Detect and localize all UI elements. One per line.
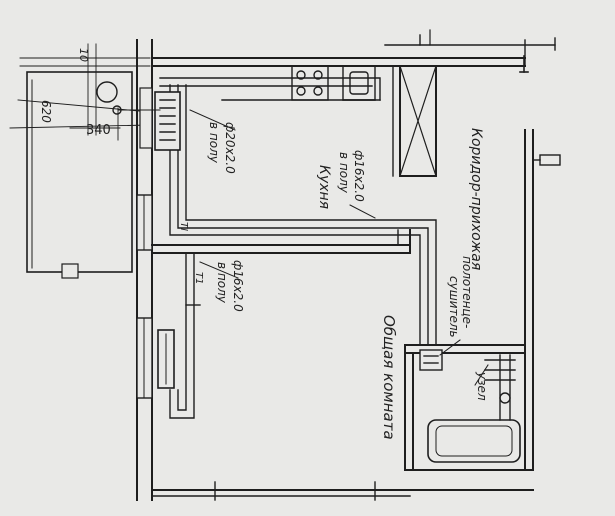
room-label-corridor: Коридор-прихожая	[468, 128, 484, 270]
node-label: узел	[475, 371, 489, 401]
exterior-wall-left	[136, 39, 153, 501]
dimension-10: 10	[77, 48, 90, 62]
dimension-620: 620	[39, 100, 53, 123]
top-wall	[151, 29, 556, 67]
towel-dryer-label-2: сушитель	[447, 276, 461, 338]
living-room-radiator	[157, 252, 201, 419]
pipe-label-1-note: в полу	[207, 122, 221, 164]
room-label-kitchen: Кухня	[316, 165, 332, 209]
vent-shaft	[392, 65, 437, 177]
leader-lines	[189, 109, 489, 386]
pipe-label-1-size: ф20х2.0	[223, 122, 237, 174]
room-label-living: Общая комната	[380, 315, 398, 440]
dimension-lines	[9, 43, 151, 141]
dimension-340: 340	[86, 123, 111, 138]
pipe-label-2-note: в полу	[337, 152, 351, 194]
corridor-walls	[524, 129, 561, 471]
radiator-small	[61, 263, 79, 279]
pipe-label-3-note: в полу	[215, 262, 229, 304]
towel-dryer	[419, 349, 443, 371]
pipe-tag-ti: ТI	[178, 222, 189, 231]
towel-dryer-label-1: полотенце-	[460, 256, 474, 328]
pipe-label-2-size: ф16х2.0	[352, 150, 366, 202]
pipe-tag-t1: Т1	[193, 272, 204, 284]
bathtub	[427, 419, 521, 463]
heating-pipe-kitchen	[117, 77, 437, 346]
water-node	[484, 354, 516, 421]
pipe-label-3-size: ф16х2.0	[231, 260, 245, 312]
bottom-wall	[151, 481, 534, 501]
partition-kitchen-living	[151, 229, 411, 254]
balcony	[26, 71, 133, 279]
